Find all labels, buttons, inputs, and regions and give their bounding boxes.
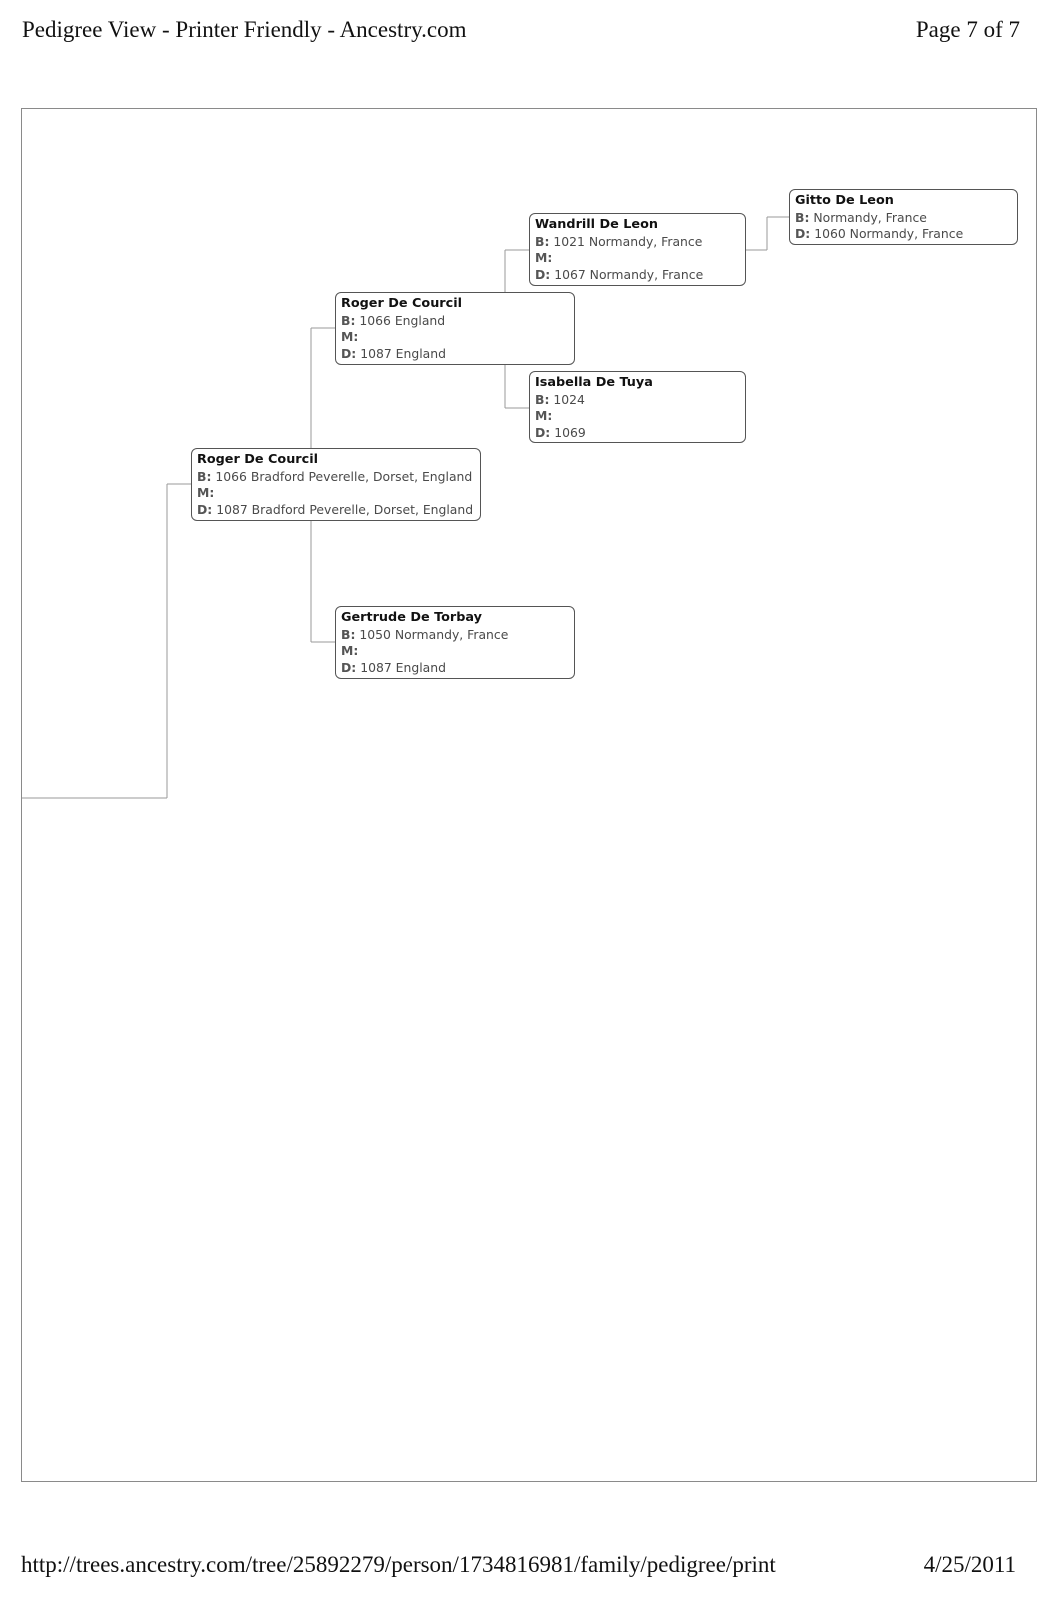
person-name: Gitto De Leon bbox=[795, 193, 894, 208]
death-label: D: bbox=[535, 424, 551, 440]
birth-label: B: bbox=[197, 468, 212, 484]
birth-value: 1050 Normandy, France bbox=[359, 626, 509, 642]
birth-value: 1066 Bradford Peverelle, Dorset, England bbox=[215, 468, 473, 484]
birth-fact: B: 1066 England bbox=[341, 313, 568, 330]
death-value: 1060 Normandy, France bbox=[814, 226, 964, 242]
person-name: Gertrude De Torbay bbox=[341, 610, 482, 625]
death-value: 1087 England bbox=[360, 659, 446, 675]
person-name: Wandrill De Leon bbox=[535, 217, 658, 232]
birth-label: B: bbox=[535, 391, 550, 407]
marriage-label: M: bbox=[341, 643, 359, 659]
person-box-isabella-de-tuya[interactable]: Isabella De Tuya B: 1024 M: D: 1069 bbox=[529, 371, 746, 443]
death-label: D: bbox=[341, 345, 357, 361]
pedigree-frame bbox=[21, 108, 1037, 1482]
death-fact: D: 1060 Normandy, France bbox=[795, 226, 1011, 243]
birth-fact: B: 1066 Bradford Peverelle, Dorset, Engl… bbox=[197, 469, 474, 486]
birth-label: B: bbox=[795, 209, 810, 225]
birth-label: B: bbox=[341, 312, 356, 328]
person-name: Roger De Courcil bbox=[341, 296, 462, 311]
death-fact: D: 1067 Normandy, France bbox=[535, 267, 739, 284]
footer-date: 4/25/2011 bbox=[923, 1552, 1016, 1577]
death-fact: D: 1087 England bbox=[341, 660, 568, 677]
death-fact: D: 1069 bbox=[535, 425, 739, 442]
birth-fact: B: Normandy, France bbox=[795, 210, 1011, 227]
footer-url: http://trees.ancestry.com/tree/25892279/… bbox=[21, 1552, 776, 1577]
death-fact: D: 1087 England bbox=[341, 346, 568, 363]
person-box-wandrill-de-leon[interactable]: Wandrill De Leon B: 1021 Normandy, Franc… bbox=[529, 213, 746, 286]
birth-fact: B: 1050 Normandy, France bbox=[341, 627, 568, 644]
birth-label: B: bbox=[535, 233, 550, 249]
birth-value: 1021 Normandy, France bbox=[553, 233, 703, 249]
death-label: D: bbox=[535, 266, 551, 282]
birth-label: B: bbox=[341, 626, 356, 642]
person-box-roger-de-courcil-father[interactable]: Roger De Courcil B: 1066 England M: D: 1… bbox=[335, 292, 575, 365]
birth-value: Normandy, France bbox=[813, 209, 927, 225]
marriage-fact: M: bbox=[197, 485, 474, 502]
marriage-fact: M: bbox=[535, 250, 739, 267]
marriage-label: M: bbox=[341, 329, 359, 345]
death-fact: D: 1087 Bradford Peverelle, Dorset, Engl… bbox=[197, 502, 474, 519]
marriage-label: M: bbox=[197, 485, 215, 501]
death-value: 1067 Normandy, France bbox=[554, 266, 704, 282]
marriage-fact: M: bbox=[341, 329, 568, 346]
death-label: D: bbox=[197, 501, 213, 517]
marriage-fact: M: bbox=[535, 408, 739, 425]
death-value: 1087 England bbox=[360, 345, 446, 361]
person-name: Isabella De Tuya bbox=[535, 375, 653, 390]
marriage-label: M: bbox=[535, 408, 553, 424]
death-value: 1087 Bradford Peverelle, Dorset, England bbox=[216, 501, 474, 517]
person-box-roger-de-courcil-root[interactable]: Roger De Courcil B: 1066 Bradford Pevere… bbox=[191, 448, 481, 521]
marriage-label: M: bbox=[535, 250, 553, 266]
person-box-gertrude-de-torbay[interactable]: Gertrude De Torbay B: 1050 Normandy, Fra… bbox=[335, 606, 575, 679]
person-box-gitto-de-leon[interactable]: Gitto De Leon B: Normandy, France D: 106… bbox=[789, 189, 1018, 245]
death-label: D: bbox=[795, 226, 811, 242]
birth-fact: B: 1024 bbox=[535, 392, 739, 409]
death-label: D: bbox=[341, 659, 357, 675]
marriage-fact: M: bbox=[341, 643, 568, 660]
birth-value: 1066 England bbox=[359, 312, 446, 328]
page-header-title: Pedigree View - Printer Friendly - Ances… bbox=[22, 17, 467, 42]
person-name: Roger De Courcil bbox=[197, 452, 318, 467]
death-value: 1069 bbox=[554, 424, 586, 440]
page-number: Page 7 of 7 bbox=[915, 17, 1020, 42]
birth-fact: B: 1021 Normandy, France bbox=[535, 234, 739, 251]
birth-value: 1024 bbox=[553, 391, 585, 407]
